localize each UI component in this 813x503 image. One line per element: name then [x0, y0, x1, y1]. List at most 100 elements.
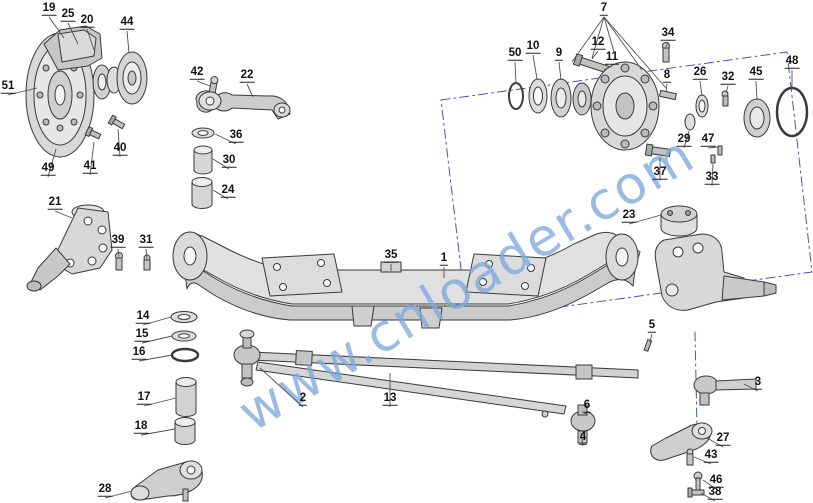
leader-line-2	[259, 367, 304, 408]
kingpin-parts-column	[170, 311, 200, 445]
brake-drum-assembly	[25, 25, 148, 158]
leader-line-49	[47, 148, 57, 178]
part-label-6: 6	[582, 399, 592, 413]
leader-line-22	[246, 83, 254, 98]
leader-line-7	[603, 16, 643, 71]
part-label-15: 15	[134, 328, 150, 342]
part-label-11: 11	[604, 51, 620, 65]
drag-link-rod	[255, 361, 567, 415]
part-label-27: 27	[715, 432, 731, 446]
part-label-20: 20	[79, 14, 95, 28]
leader-line-42	[196, 80, 211, 87]
hub-cover	[116, 51, 148, 105]
part-label-41: 41	[82, 160, 98, 174]
part-label-13: 13	[382, 392, 398, 406]
part-label-24: 24	[220, 184, 236, 198]
part-label-34: 34	[660, 27, 676, 41]
right-tie-rod-end	[693, 375, 757, 406]
part-label-18: 18	[133, 420, 149, 434]
left-tie-rod-end	[233, 329, 261, 387]
group-selection-box	[440, 51, 813, 321]
leader-line-50	[514, 61, 517, 85]
leader-line-32	[725, 85, 729, 94]
leader-line-7	[571, 16, 605, 63]
part-label-26: 26	[692, 66, 708, 80]
leader-line-4	[580, 432, 584, 447]
steering-arm-28	[130, 460, 203, 502]
part-label-43: 43	[703, 449, 719, 463]
leader-line-7	[591, 16, 605, 59]
leader-line-25	[67, 22, 79, 45]
leader-line-6	[583, 412, 588, 415]
leader-line-8	[665, 83, 668, 93]
part-label-38: 38	[707, 486, 723, 500]
part-label-9: 9	[554, 47, 564, 61]
leader-line-7	[603, 16, 615, 53]
right-steering-knuckle	[654, 205, 777, 311]
leader-line-34	[665, 41, 669, 48]
part-label-36: 36	[228, 129, 244, 143]
bolt-43-part	[686, 448, 694, 466]
part-label-19: 19	[41, 2, 57, 16]
hub-assembly	[508, 42, 809, 164]
leader-line-33	[711, 163, 714, 187]
part-label-14: 14	[135, 310, 151, 324]
part-label-46: 46	[708, 474, 724, 488]
leader-line-41	[89, 141, 95, 176]
bolt-40-part	[107, 114, 126, 130]
leader-line-7	[603, 16, 667, 89]
leader-line-20	[86, 28, 95, 51]
leader-line-5	[649, 333, 653, 343]
leader-line-29	[683, 130, 690, 149]
steering-drop-arm	[195, 76, 291, 120]
leader-line-26	[699, 80, 703, 97]
part-label-23: 23	[621, 209, 637, 223]
washer-29-part	[684, 113, 696, 131]
part-label-12: 12	[590, 36, 606, 50]
part-label-4: 4	[578, 431, 588, 445]
part-label-48: 48	[784, 55, 800, 69]
part-label-28: 28	[97, 483, 113, 497]
leader-line-18	[140, 428, 176, 436]
part-label-33: 33	[704, 171, 720, 185]
bushing-stack	[191, 127, 215, 209]
part-label-1: 1	[439, 252, 449, 266]
leader-line-19	[48, 16, 65, 39]
leader-line-40	[117, 128, 121, 158]
part-label-8: 8	[662, 69, 672, 83]
part-label-51: 51	[0, 80, 16, 94]
drag-link-ball-joint	[541, 404, 596, 444]
part-label-22: 22	[239, 69, 255, 83]
leader-line-44	[126, 30, 130, 54]
part-label-25: 25	[60, 8, 76, 22]
part-label-42: 42	[189, 66, 205, 80]
leader-line-11	[603, 65, 613, 71]
left-steering-knuckle	[26, 204, 151, 292]
leader-line-21	[54, 210, 73, 219]
part-label-31: 31	[138, 234, 154, 248]
bolt-41-part	[84, 126, 102, 140]
leader-line-47	[707, 146, 719, 149]
tie-rod	[251, 350, 639, 415]
steering-arm-27	[650, 422, 713, 498]
part-label-37: 37	[652, 166, 668, 180]
part-label-16: 16	[131, 346, 147, 360]
part-label-29: 29	[676, 133, 692, 147]
group-extension-line	[694, 331, 698, 429]
part-label-39: 39	[110, 234, 126, 248]
part-label-10: 10	[525, 40, 541, 54]
part-label-45: 45	[748, 66, 764, 80]
part-label-40: 40	[112, 142, 128, 156]
part-label-35: 35	[383, 249, 399, 263]
part-label-49: 49	[40, 162, 56, 176]
leader-line-45	[755, 80, 758, 101]
leader-line-16	[138, 354, 173, 362]
leader-line-9	[558, 61, 562, 81]
bolt-37-part	[644, 143, 671, 157]
stud-8-part	[659, 89, 677, 101]
part-label-32: 32	[720, 71, 736, 85]
